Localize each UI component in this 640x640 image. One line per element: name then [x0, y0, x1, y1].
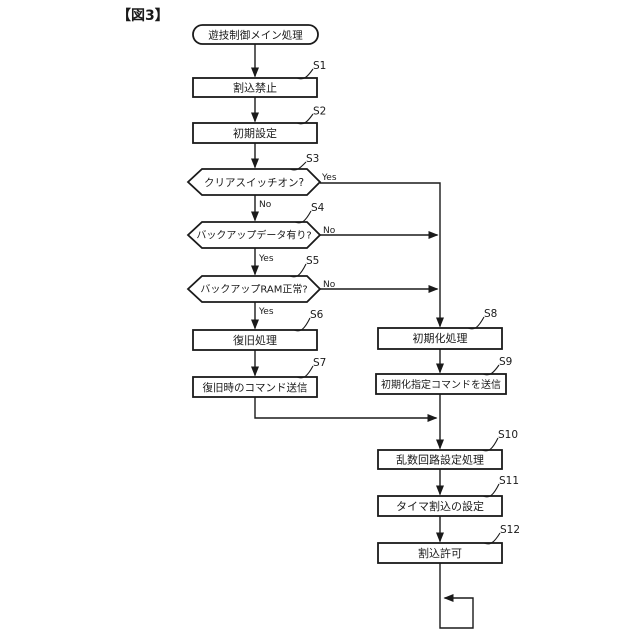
start-terminal-label: 遊技制御メイン処理 — [208, 29, 303, 42]
s2-leader-line — [296, 113, 314, 125]
s5-step-number: S5 — [306, 255, 319, 267]
node-s1: 割込禁止 S1 — [192, 60, 326, 98]
s11-leader-line — [482, 483, 500, 498]
figure-label: 【図3】 — [117, 8, 169, 24]
node-s10: 乱数回路設定処理 S10 — [377, 429, 518, 470]
s8-step-number: S8 — [484, 308, 497, 320]
s12-label: 割込許可 — [418, 546, 462, 560]
s4-leader-line — [294, 210, 312, 224]
s4-decision-shape — [186, 221, 322, 249]
s1-process-box — [192, 77, 318, 98]
s1-label: 割込禁止 — [233, 81, 277, 95]
s5-yes-label: Yes — [258, 307, 274, 317]
s1-leader-line — [296, 68, 314, 80]
s8-label: 初期化処理 — [413, 331, 468, 345]
s3-step-number: S3 — [306, 153, 319, 165]
s2-process-box — [192, 122, 318, 144]
s4-no-label: No — [323, 226, 336, 236]
node-s3: クリアスイッチオン? S3 Yes No — [186, 153, 337, 210]
s10-label: 乱数回路設定処理 — [396, 453, 484, 467]
s12-process-box — [377, 542, 503, 564]
s2-label: 初期設定 — [233, 126, 277, 140]
node-s4: バックアップデータ有り? S4 No Yes — [186, 202, 336, 264]
s2-step-number: S2 — [313, 106, 326, 118]
s10-step-number: S10 — [498, 429, 518, 441]
s6-step-number: S6 — [310, 309, 324, 321]
s7-step-number: S7 — [313, 357, 326, 369]
s6-process-box — [192, 329, 318, 351]
s3-no-label: No — [259, 200, 272, 210]
s10-leader-line — [481, 437, 499, 452]
s3-leader-line — [289, 161, 307, 171]
s1-step-number: S1 — [313, 60, 326, 72]
s9-step-number: S9 — [499, 356, 512, 368]
node-start: 遊技制御メイン処理 — [192, 24, 319, 45]
s3-label: クリアスイッチオン? — [204, 177, 304, 189]
connectors — [251, 44, 474, 629]
arrow-s7-to-rail — [254, 397, 438, 422]
s11-process-box — [377, 495, 503, 517]
s6-label: 復旧処理 — [233, 334, 277, 347]
s12-leader-line — [483, 532, 501, 545]
arrow-main-loop-back — [439, 563, 474, 629]
s3-yes-label: Yes — [321, 173, 337, 183]
node-s5: バックアップRAM正常? S5 No Yes — [186, 255, 336, 317]
node-s11: タイマ割込の設定 S11 — [377, 475, 519, 517]
s7-label: 復旧時のコマンド送信 — [203, 381, 308, 394]
s9-process-box — [375, 373, 507, 395]
s7-process-box — [192, 376, 318, 398]
s5-label: バックアップRAM正常? — [200, 283, 307, 296]
arrow-s3-yes-to-s8 — [320, 182, 444, 328]
s4-label: バックアップデータ有り? — [196, 229, 311, 242]
node-s9: 初期化指定コマンドを送信 S9 — [375, 356, 512, 395]
node-s7: 復旧時のコマンド送信 S7 — [192, 357, 326, 398]
s4-yes-label: Yes — [258, 254, 274, 264]
s8-leader-line — [467, 316, 485, 330]
s10-process-box — [377, 449, 503, 470]
s9-leader-line — [482, 364, 500, 376]
s11-label: タイマ割込の設定 — [396, 499, 484, 513]
start-terminal-shape — [192, 24, 319, 45]
s9-label: 初期化指定コマンドを送信 — [381, 378, 501, 391]
node-s12: 割込許可 S12 — [377, 524, 520, 564]
s4-step-number: S4 — [311, 202, 325, 214]
s5-decision-shape — [186, 275, 322, 303]
s8-process-box — [377, 327, 503, 350]
node-s6: 復旧処理 S6 — [192, 309, 324, 351]
s7-leader-line — [296, 365, 314, 379]
s12-step-number: S12 — [500, 524, 520, 536]
s5-no-label: No — [323, 280, 336, 290]
node-s8: 初期化処理 S8 — [377, 308, 503, 350]
s11-step-number: S11 — [499, 475, 519, 487]
s3-decision-shape — [186, 168, 322, 196]
s6-leader-line — [293, 317, 311, 332]
node-s2: 初期設定 S2 — [192, 106, 326, 144]
s5-leader-line — [289, 263, 307, 278]
